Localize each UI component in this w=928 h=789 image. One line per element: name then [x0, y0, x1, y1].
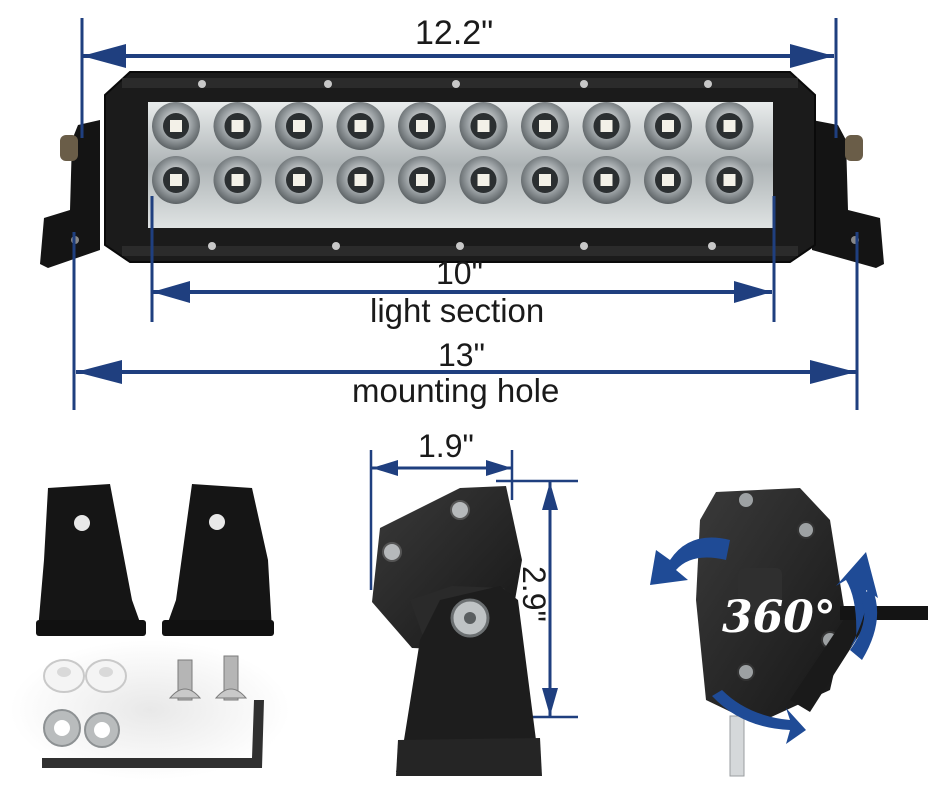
- right-end-bracket: [812, 120, 884, 268]
- housing-screw: [456, 242, 464, 250]
- overall-length-label: 12.2": [415, 14, 494, 52]
- bracket-hole: [209, 514, 225, 530]
- mounting-hole-caption: mounting hole: [352, 372, 560, 409]
- bolts: [168, 655, 248, 701]
- led-chip: [662, 120, 674, 132]
- bracket-hole: [74, 515, 90, 531]
- rotation-view: [650, 488, 928, 777]
- housing-screw: [324, 80, 332, 88]
- led-chip: [416, 120, 428, 132]
- rotation-label: 360°: [722, 592, 836, 643]
- led-chip: [354, 120, 367, 132]
- led-grid: [152, 102, 754, 204]
- led-chip: [231, 174, 244, 186]
- light-section-length-label: 10": [436, 255, 483, 291]
- housing-screw: [452, 80, 460, 88]
- housing-screw: [580, 242, 588, 250]
- rotation-arrow-left: [650, 537, 730, 585]
- led-chip: [231, 120, 244, 132]
- housing-screw: [580, 80, 588, 88]
- housing-screw: [198, 80, 206, 88]
- hex-key-wrench: [42, 700, 264, 768]
- housing-screw: [332, 242, 340, 250]
- mounting-hole-length-label: 13": [438, 337, 485, 373]
- left-end-bracket: [40, 120, 100, 268]
- led-chip: [600, 120, 613, 132]
- height-label: 2.9": [516, 566, 552, 622]
- mount-stem: [729, 715, 745, 777]
- led-chip: [723, 120, 736, 132]
- led-chip: [539, 174, 551, 186]
- light-bar: [40, 71, 884, 268]
- led-chip: [170, 120, 182, 132]
- housing-screws: [198, 80, 716, 250]
- mounting-bracket-right: [166, 484, 272, 630]
- led-chip: [293, 174, 305, 186]
- led-chip: [477, 174, 490, 186]
- dimension-lines: [72, 18, 859, 719]
- side-bracket: [396, 586, 540, 772]
- led-chip: [170, 174, 182, 186]
- accessory-kit: [10, 484, 290, 780]
- housing-screw: [208, 242, 216, 250]
- led-chip: [662, 174, 674, 186]
- led-chip: [477, 120, 490, 132]
- led-chip: [293, 120, 305, 132]
- housing-screw: [708, 242, 716, 250]
- rotation-arrow-bottom: [712, 690, 806, 744]
- light-section-caption: light section: [370, 292, 545, 329]
- power-cable: [840, 606, 928, 620]
- housing-screw: [704, 80, 712, 88]
- led-chip: [539, 120, 551, 132]
- depth-label: 1.9": [418, 428, 474, 464]
- led-chip: [354, 174, 367, 186]
- rotation-arrow-right: [836, 552, 878, 648]
- led-chip: [723, 174, 736, 186]
- mounting-bracket-left: [38, 484, 142, 630]
- led-chip: [416, 174, 428, 186]
- washers: [43, 709, 120, 748]
- side-profile-view: [372, 486, 542, 776]
- led-chip: [600, 174, 613, 186]
- rubber-spacers: [43, 659, 127, 693]
